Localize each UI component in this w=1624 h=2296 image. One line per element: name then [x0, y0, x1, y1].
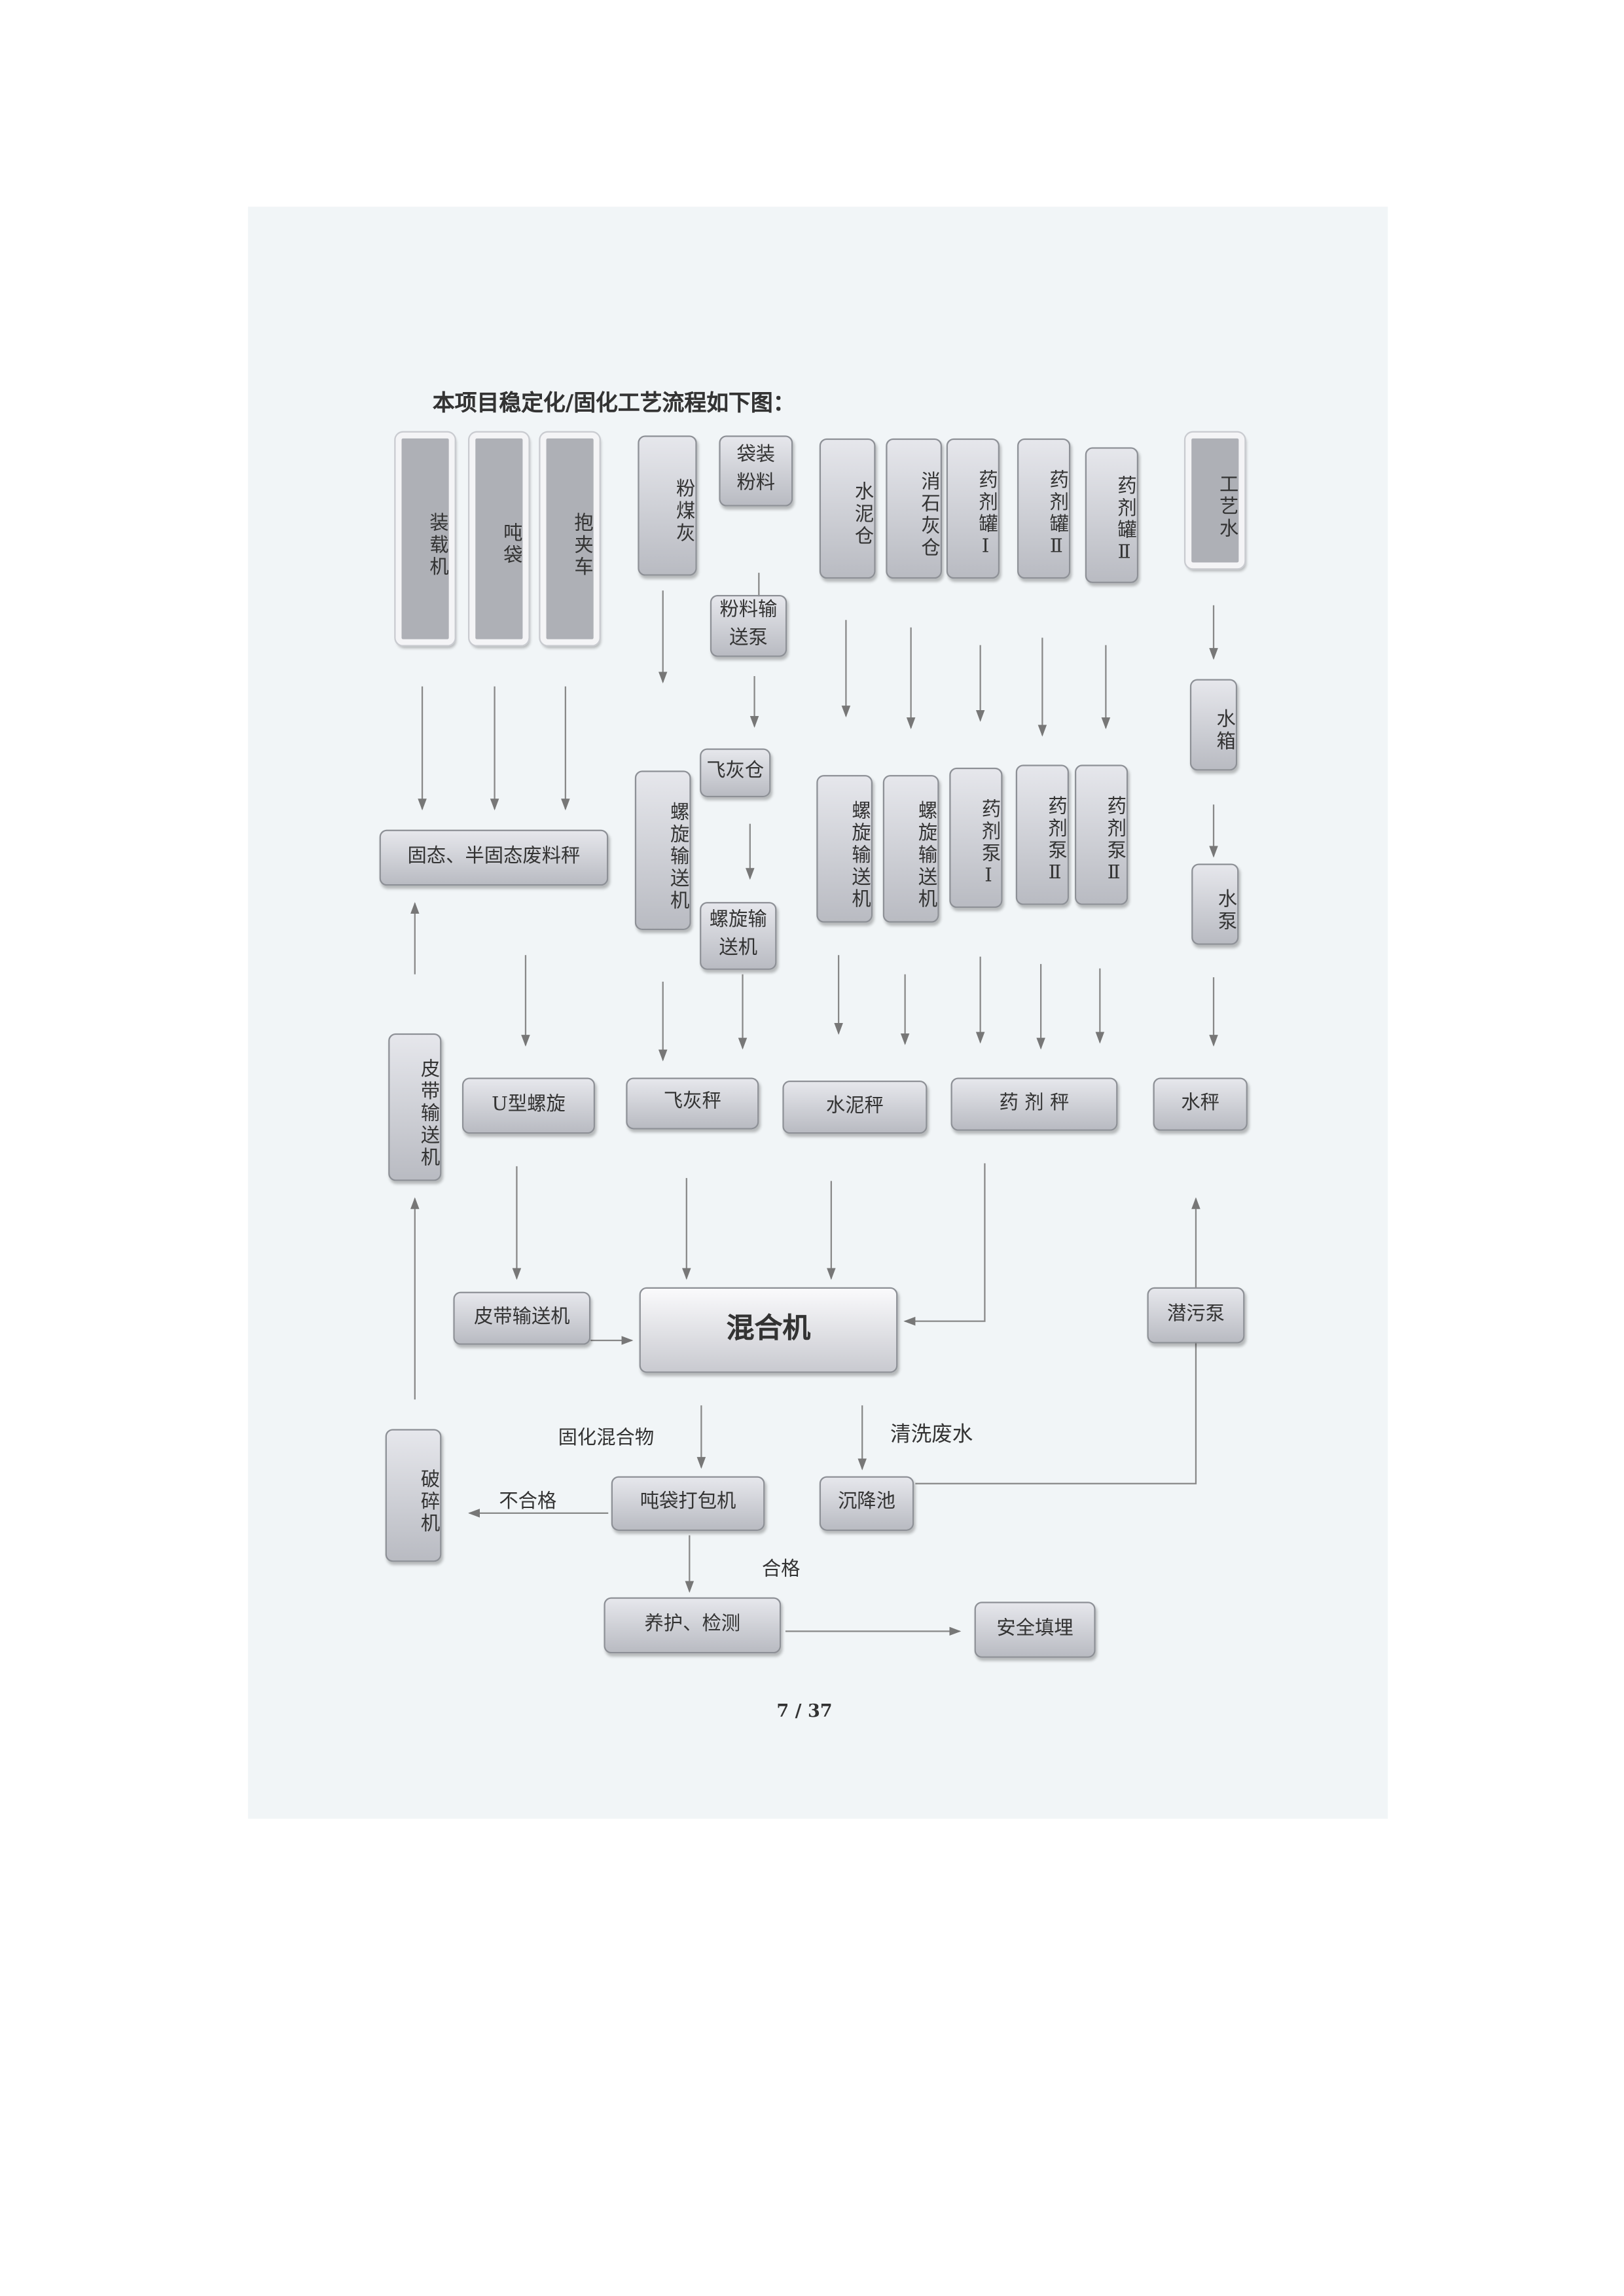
- label-fail: 不合格: [499, 1491, 557, 1513]
- node-powder-pump: 粉料输送泵: [710, 594, 787, 657]
- node-loader: 装载机: [394, 431, 456, 647]
- node-waste-scale: 固态、半固态废料秤: [379, 829, 609, 886]
- node-cement-silo: 水泥仓: [819, 438, 876, 579]
- node-screw-2: 螺旋输送机: [700, 902, 777, 970]
- node-ton-bag: 吨袋: [467, 431, 530, 647]
- node-tank-3: 药剂罐Ⅱ: [1085, 447, 1138, 583]
- node-tank-1: 药剂罐Ⅰ: [946, 438, 1000, 579]
- node-pump-3: 药剂泵Ⅱ: [1075, 764, 1128, 905]
- node-water-pump: 水泵: [1191, 863, 1239, 945]
- node-settling-tank: 沉降池: [819, 1476, 914, 1531]
- node-fly-ash: 粉煤灰: [638, 435, 697, 576]
- node-mixer: 混合机: [639, 1287, 898, 1373]
- label-wash-water: 清洗废水: [890, 1423, 973, 1447]
- node-screw-3: 螺旋输送机: [816, 775, 873, 923]
- node-sewage-pump: 潜污泵: [1147, 1287, 1245, 1344]
- label-pass: 合格: [761, 1558, 801, 1581]
- node-water-scale: 水秤: [1153, 1077, 1248, 1131]
- node-screw-1: 螺旋输送机: [634, 770, 691, 930]
- node-curing: 养护、检测: [604, 1597, 782, 1654]
- node-clamp-truck: 抱夹车: [539, 431, 601, 647]
- flow-arrow: [903, 1163, 986, 1326]
- node-powder-pump-label: 粉料输送泵: [719, 600, 778, 650]
- label-solidified: 固化混合物: [558, 1427, 655, 1450]
- node-screw-2-label: 螺旋输送机: [709, 909, 767, 960]
- node-belt-vertical: 皮带输送机: [388, 1033, 442, 1181]
- diagram-title: 本项目稳定化/固化工艺流程如下图：: [432, 389, 795, 417]
- node-lime-silo: 消石灰仓: [886, 438, 943, 579]
- node-tank-2: 药剂罐Ⅱ: [1017, 438, 1071, 579]
- node-cement-scale: 水泥秤: [782, 1081, 928, 1134]
- node-water-tank: 水箱: [1189, 679, 1238, 771]
- node-pump-1: 药剂泵Ⅰ: [949, 767, 1003, 908]
- node-u-screw: U型螺旋: [461, 1077, 595, 1134]
- node-process-water: 工艺水: [1183, 431, 1246, 570]
- node-pump-2: 药剂泵Ⅱ: [1015, 764, 1069, 905]
- node-fly-ash-silo: 飞灰仓: [700, 748, 771, 797]
- node-bagged-powder-label: 袋装粉料: [736, 444, 776, 495]
- node-landfill: 安全填埋: [974, 1602, 1096, 1658]
- node-screw-4: 螺旋输送机: [882, 775, 939, 923]
- node-crusher: 破碎机: [385, 1429, 442, 1562]
- node-belt-horizontal: 皮带输送机: [453, 1291, 591, 1345]
- node-fly-ash-scale: 飞灰秤: [626, 1077, 759, 1130]
- node-agent-scale: 药 剂 秤: [950, 1077, 1118, 1131]
- node-bagger: 吨袋打包机: [611, 1476, 765, 1531]
- page-number: 7 / 37: [776, 1700, 833, 1721]
- node-bagged-powder: 袋装粉料: [719, 435, 793, 507]
